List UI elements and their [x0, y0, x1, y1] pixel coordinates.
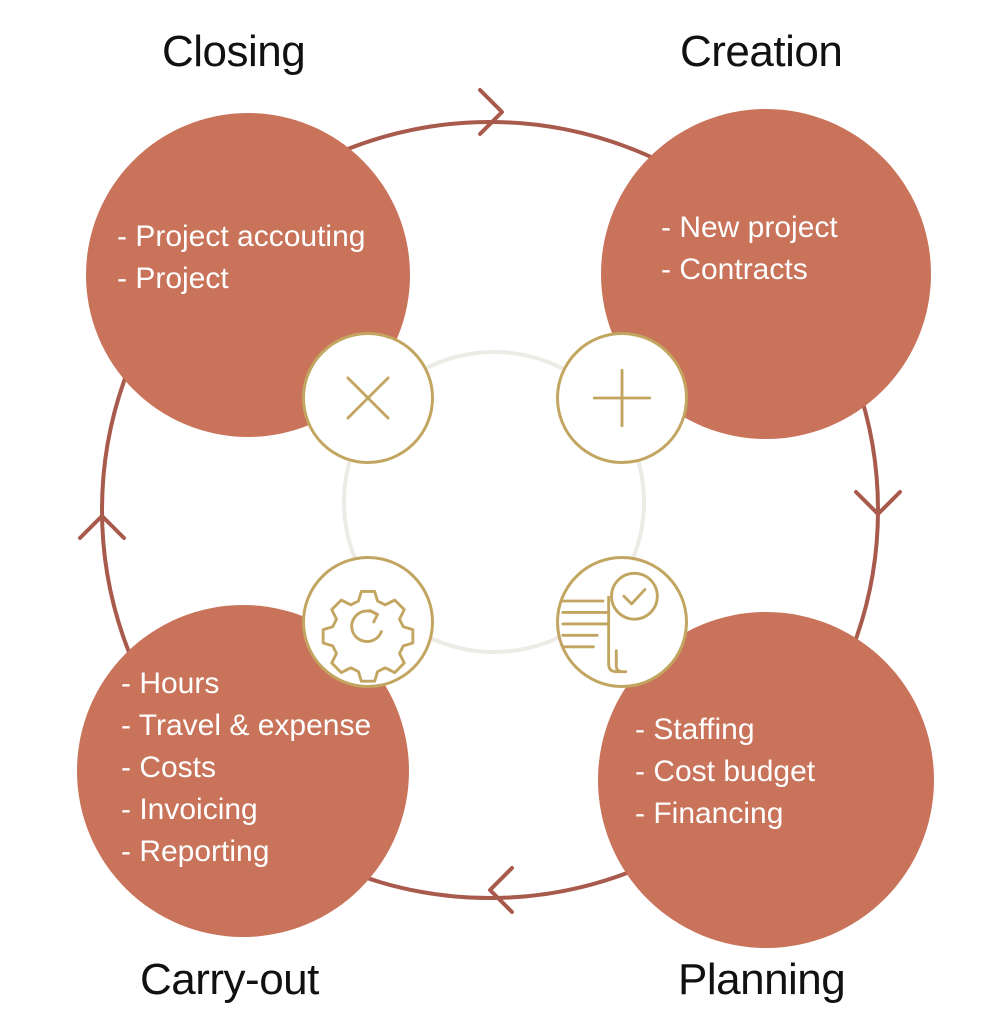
closing-items: - Project accouting - Project: [117, 216, 365, 300]
list-item: - Project: [117, 262, 229, 295]
planning-badge: [556, 556, 688, 688]
checklist-icon: [561, 571, 659, 674]
list-item: - Contracts: [661, 253, 808, 286]
creation-items: - New project - Contracts: [661, 207, 838, 291]
plus-icon: [592, 368, 652, 428]
list-item: - Staffing: [635, 713, 755, 746]
list-item: - Reporting: [121, 835, 270, 868]
list-item: - Financing: [635, 797, 784, 830]
arrow-bottom-icon: [488, 866, 514, 914]
list-item: - Travel & expense: [121, 709, 372, 742]
list-item: - Costs: [121, 751, 217, 784]
closing-title: Closing: [162, 27, 306, 76]
list-item: - Hours: [121, 667, 220, 700]
arrow-left-icon: [78, 514, 126, 540]
arrow-top-icon: [478, 88, 504, 136]
carry-out-badge: [302, 556, 434, 688]
gear-cycle-icon: [321, 590, 415, 683]
inner-ring: [342, 350, 646, 654]
planning-title: Planning: [678, 955, 846, 1004]
creation-title: Creation: [680, 27, 843, 76]
list-item: - New project: [661, 211, 838, 244]
creation-badge: [556, 332, 688, 464]
carry-out-items: - Hours - Travel & expense - Costs - Inv…: [121, 663, 371, 873]
arrow-right-icon: [854, 490, 902, 516]
planning-items: - Staffing - Cost budget - Financing: [635, 709, 815, 835]
list-item: - Invoicing: [121, 793, 258, 826]
list-item: - Cost budget: [635, 755, 816, 788]
close-icon: [346, 376, 390, 420]
list-item: - Project accouting: [117, 220, 366, 253]
carry-out-title: Carry-out: [140, 955, 319, 1004]
closing-badge: [302, 332, 434, 464]
